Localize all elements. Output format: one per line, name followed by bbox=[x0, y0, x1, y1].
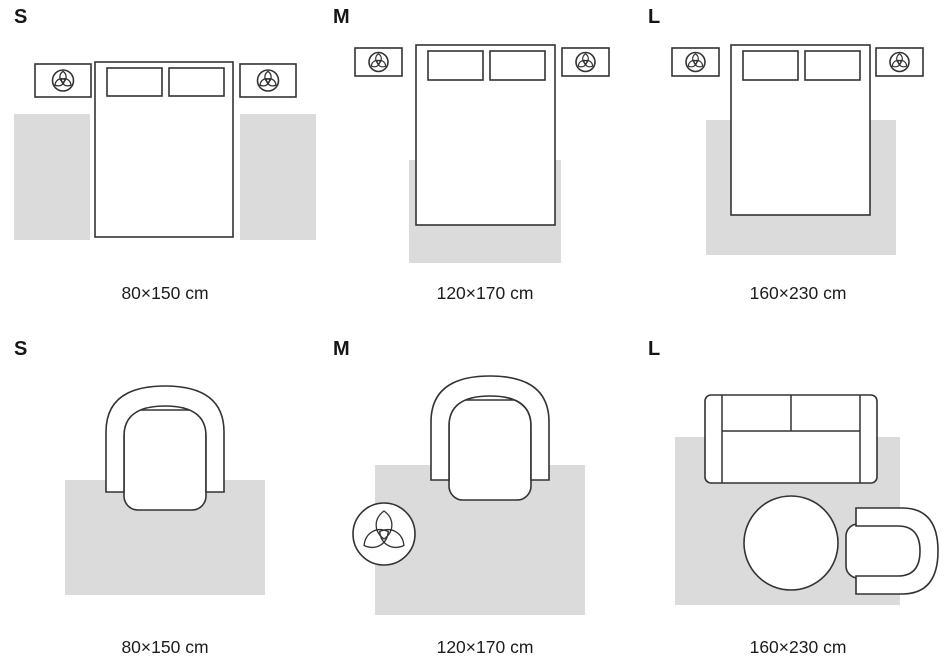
bedroom-m-label: M bbox=[333, 6, 351, 28]
bedroom-s-dimensions: 80×150 cm bbox=[121, 283, 209, 303]
plant-pot bbox=[352, 502, 416, 566]
coffee-table bbox=[743, 495, 839, 591]
right-nightstand bbox=[561, 47, 610, 77]
plant-icon bbox=[352, 502, 416, 566]
armchair-back bbox=[855, 507, 939, 595]
plant-icon bbox=[685, 51, 706, 73]
right-bedside-rug bbox=[240, 114, 316, 240]
living-room-m-illustration bbox=[352, 375, 585, 615]
living-room-l-illustration bbox=[675, 394, 939, 605]
right-nightstand bbox=[875, 47, 924, 77]
pillow bbox=[427, 50, 484, 81]
living-room-l-dimensions: 160×230 cm bbox=[749, 637, 847, 657]
plant-pot bbox=[889, 51, 910, 73]
armchair-seat bbox=[123, 409, 207, 511]
bedroom-m-illustration bbox=[354, 44, 610, 263]
plant-pot bbox=[256, 69, 280, 92]
bedroom-l-illustration bbox=[671, 44, 924, 255]
plant-pot bbox=[368, 51, 389, 73]
plant-icon bbox=[256, 69, 280, 92]
pillow bbox=[106, 67, 163, 97]
left-nightstand bbox=[34, 63, 92, 98]
armchair-seat bbox=[448, 399, 532, 501]
bedroom-l-dimensions: 160×230 cm bbox=[749, 283, 847, 303]
living-room-l-label: L bbox=[648, 338, 661, 360]
plant-icon bbox=[889, 51, 910, 73]
sofa bbox=[704, 394, 878, 484]
plant-icon bbox=[575, 51, 596, 73]
bedroom-m-dimensions: 120×170 cm bbox=[436, 283, 534, 303]
armchair-back bbox=[105, 385, 225, 493]
bedroom-s-illustration bbox=[14, 61, 316, 240]
plant-pot bbox=[51, 69, 75, 92]
living-room-s-label: S bbox=[14, 338, 28, 360]
plant-icon bbox=[368, 51, 389, 73]
armchair-seat bbox=[845, 523, 925, 579]
living-room-s-dimensions: 80×150 cm bbox=[121, 637, 209, 657]
right-nightstand bbox=[239, 63, 297, 98]
plant-pot bbox=[575, 51, 596, 73]
pillow bbox=[489, 50, 546, 81]
pillow bbox=[168, 67, 225, 97]
armchair-back bbox=[430, 375, 550, 481]
living-room-m-dimensions: 120×170 cm bbox=[436, 637, 534, 657]
left-nightstand bbox=[354, 47, 403, 77]
bedroom-l-label: L bbox=[648, 6, 661, 28]
armchair bbox=[845, 507, 939, 595]
pillow bbox=[742, 50, 799, 81]
armchair bbox=[105, 385, 225, 511]
armchair bbox=[430, 375, 550, 501]
left-bedside-rug bbox=[14, 114, 90, 240]
left-nightstand bbox=[671, 47, 720, 77]
pillow bbox=[804, 50, 861, 81]
plant-pot bbox=[685, 51, 706, 73]
living-room-m-label: M bbox=[333, 338, 351, 360]
living-room-s-illustration bbox=[65, 385, 265, 595]
bedroom-s-label: S bbox=[14, 6, 28, 28]
plant-icon bbox=[51, 69, 75, 92]
